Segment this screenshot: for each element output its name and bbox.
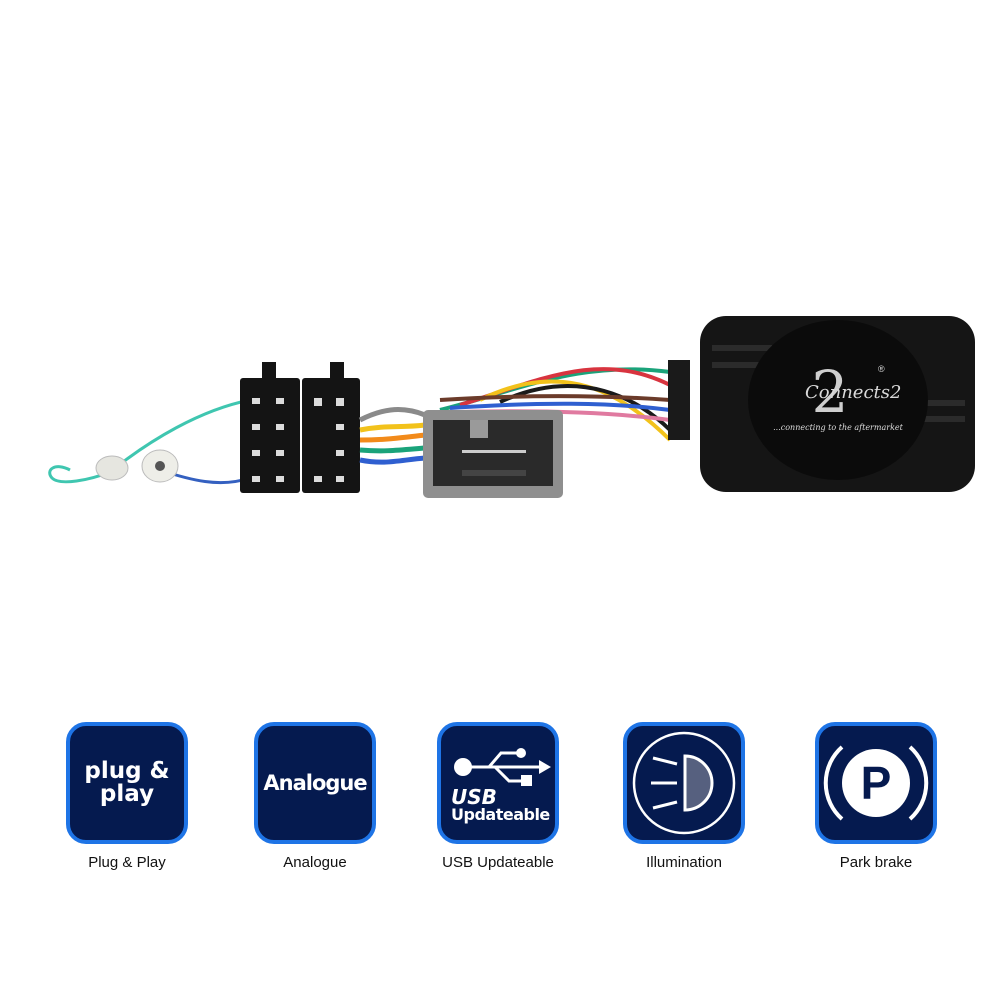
feature-caption: USB Updateable <box>442 854 554 871</box>
badge-line-2: Updateable <box>451 805 550 824</box>
svg-text:2: 2 <box>812 358 849 426</box>
svg-text:P: P <box>861 757 892 809</box>
svg-text:Connects2: Connects2 <box>805 382 901 403</box>
badge-line-2: play <box>99 781 155 807</box>
svg-text:...connecting to the aftermark: ...connecting to the aftermarket <box>773 423 904 432</box>
headlight-icon <box>623 722 745 844</box>
feature-caption: Plug & Play <box>88 854 166 871</box>
steering-interface-harness-illustration: 2 Connects2 ...connecting to the afterma… <box>48 316 975 498</box>
svg-text:®: ® <box>878 364 885 374</box>
feature-analogue: Analogue Analogue <box>245 722 385 871</box>
badge-line-1: plug & <box>84 758 170 784</box>
feature-caption: Park brake <box>839 854 913 871</box>
badge-line-1: USB <box>451 785 497 809</box>
park-brake-icon: P <box>815 722 937 844</box>
feature-caption: Analogue <box>283 854 347 871</box>
feature-caption: Illumination <box>646 854 722 871</box>
badge-line-1: Analogue <box>263 770 367 795</box>
feature-icons-row: plug & play Plug & Play Analogue Analogu… <box>0 722 1000 882</box>
plug-and-play-icon: plug & play <box>66 722 188 844</box>
usb-trident-icon <box>454 748 551 786</box>
feature-park-brake: P Park brake <box>806 722 946 871</box>
feature-usb-updateable: USB Updateable USB Updateable <box>428 722 568 871</box>
usb-icon: USB Updateable <box>437 722 559 844</box>
feature-plug-and-play: plug & play Plug & Play <box>57 722 197 871</box>
feature-illumination: Illumination <box>614 722 754 871</box>
analogue-icon: Analogue <box>254 722 376 844</box>
product-image: 2 Connects2 ...connecting to the afterma… <box>48 316 975 498</box>
